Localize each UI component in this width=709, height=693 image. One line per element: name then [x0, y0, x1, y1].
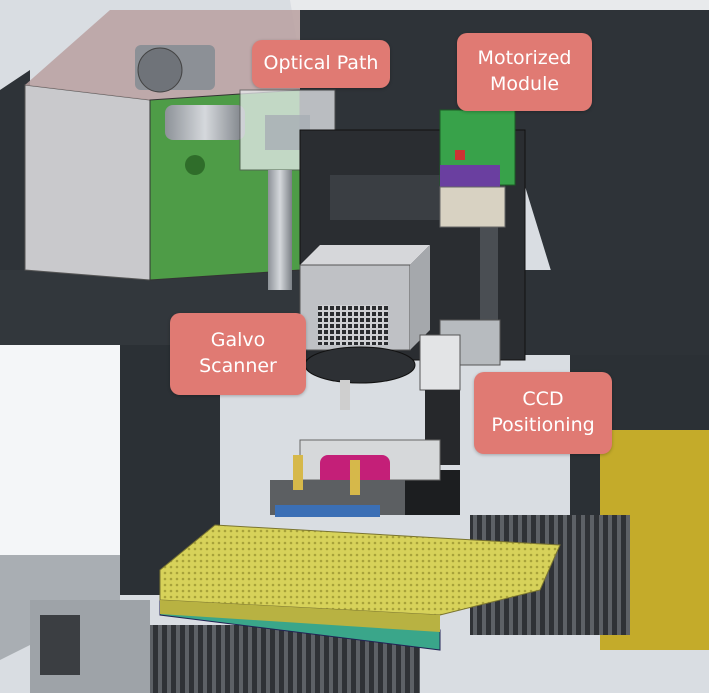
galvo-grille	[318, 305, 388, 345]
fixture-blue-strip	[275, 505, 380, 517]
galvo-scanner-line2: Scanner	[199, 355, 277, 377]
motorized-module-line1: Motorized	[477, 47, 572, 70]
clamp-right	[350, 460, 360, 495]
laser-lens	[137, 47, 183, 93]
panel-port	[185, 155, 205, 175]
ccd-positioning-line1: CCD	[522, 388, 564, 411]
ccd-positioning-text: CCD Positioning	[491, 387, 594, 438]
laser-barrel	[165, 105, 245, 140]
clamp-left	[293, 455, 303, 490]
tray-front-edge	[160, 600, 440, 632]
motorized-module-text: Motorized Module	[478, 46, 572, 97]
motor-red-tab	[455, 150, 465, 160]
gantry-rail	[480, 200, 498, 350]
laser-housing	[24, 84, 151, 281]
optical-path-callout: Optical Path	[252, 40, 390, 88]
motorized-module-line2: Module	[489, 73, 560, 95]
motorized-module-callout: Motorized Module	[457, 33, 592, 111]
galvo-scanner-text: Galvo Scanner	[199, 328, 277, 379]
optical-path-label: Optical Path	[263, 52, 379, 75]
galvo-housing-top	[300, 245, 430, 265]
upper-left-frame	[0, 70, 30, 270]
right-frame-beam	[520, 270, 709, 355]
motor-base	[440, 165, 500, 187]
galvo-housing-side	[410, 245, 430, 350]
white-opening	[0, 345, 120, 555]
galvo-lens	[304, 346, 416, 384]
ccd-positioning-callout: CCD Positioning	[474, 372, 612, 454]
ccd-camera	[419, 334, 461, 391]
motor-bracket	[439, 186, 506, 228]
lower-left-bars	[40, 615, 80, 675]
galvo-scanner-callout: Galvo Scanner	[170, 313, 306, 395]
galvo-scanner-line1: Galvo	[210, 329, 266, 352]
vertical-tube	[268, 170, 292, 290]
galvo-nozzle	[340, 380, 350, 410]
ccd-positioning-line2: Positioning	[491, 414, 595, 436]
